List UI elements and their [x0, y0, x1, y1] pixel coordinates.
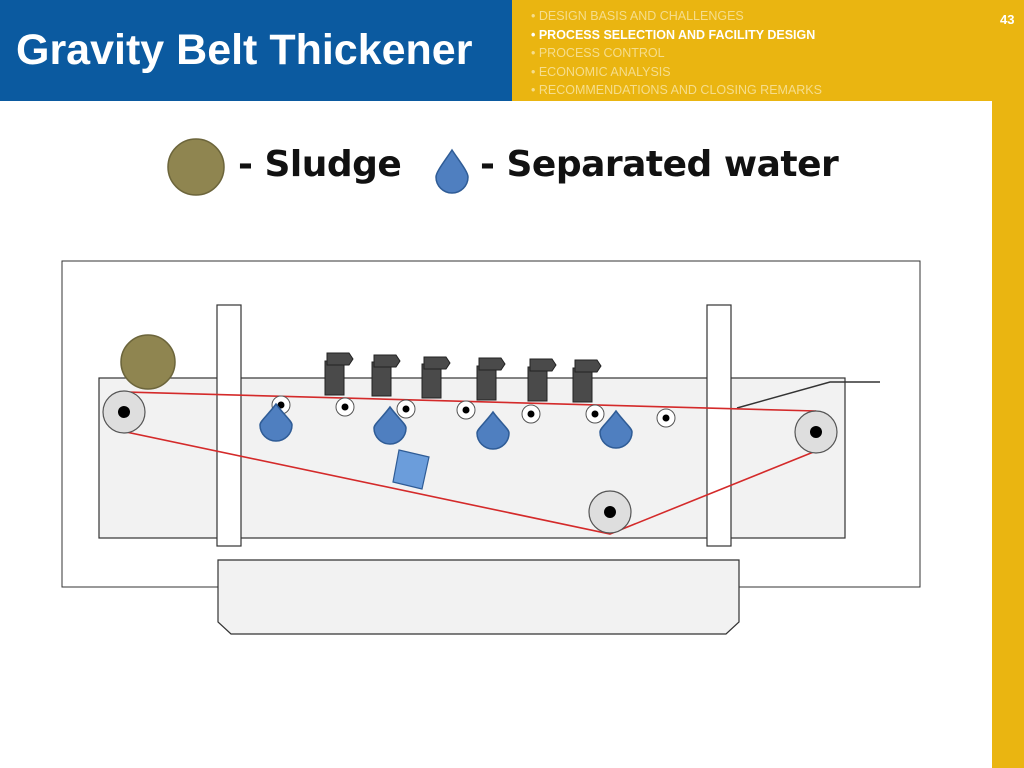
plow-blade — [476, 357, 506, 401]
agenda-item-recommendations: • RECOMMENDATIONS AND CLOSING REMARKS — [531, 83, 822, 97]
plow-blade — [324, 352, 354, 396]
support-roller — [521, 404, 541, 424]
support-roller — [396, 399, 416, 419]
water-drop — [599, 409, 633, 449]
legend-sludge-label: - Sludge — [238, 144, 402, 185]
plow-blade — [421, 356, 451, 399]
left-post — [216, 304, 242, 547]
water-drop — [476, 410, 510, 450]
water-drop — [259, 402, 293, 442]
plow-blade — [371, 354, 401, 397]
agenda-list: • DESIGN BASIS AND CHALLENGES • PROCESS … — [531, 7, 822, 100]
sludge-feed — [120, 334, 176, 390]
head-roller-left — [102, 390, 146, 434]
plow-blade — [527, 358, 557, 402]
legend-water-icon — [435, 148, 469, 194]
support-roller — [456, 400, 476, 420]
agenda-item-design-basis: • DESIGN BASIS AND CHALLENGES — [531, 9, 744, 23]
plow-blade — [572, 359, 602, 403]
collection-tray — [217, 559, 740, 635]
agenda-item-process-control: • PROCESS CONTROL — [531, 46, 665, 60]
right-post — [706, 304, 732, 547]
support-roller — [335, 397, 355, 417]
tension-roller — [588, 490, 632, 534]
legend-water-label: - Separated water — [480, 144, 839, 185]
support-roller — [656, 408, 676, 428]
belt-return-run — [125, 431, 817, 535]
side-accent-bar — [992, 101, 1024, 768]
slide-title: Gravity Belt Thickener — [16, 26, 473, 74]
discharge-scraper — [736, 381, 880, 409]
title-bar: Gravity Belt Thickener — [0, 0, 512, 101]
belt-top-run — [125, 391, 817, 412]
agenda-bar: • DESIGN BASIS AND CHALLENGES • PROCESS … — [512, 0, 1024, 101]
support-roller — [585, 404, 605, 424]
agenda-item-process-selection: • PROCESS SELECTION AND FACILITY DESIGN — [531, 27, 816, 42]
head-roller-right — [794, 410, 838, 454]
legend-sludge-icon — [167, 138, 225, 196]
slide-number: 43 — [1000, 12, 1015, 27]
water-drop — [373, 405, 407, 445]
agenda-item-economic-analysis: • ECONOMIC ANALYSIS — [531, 64, 671, 79]
wash-box — [392, 449, 430, 490]
